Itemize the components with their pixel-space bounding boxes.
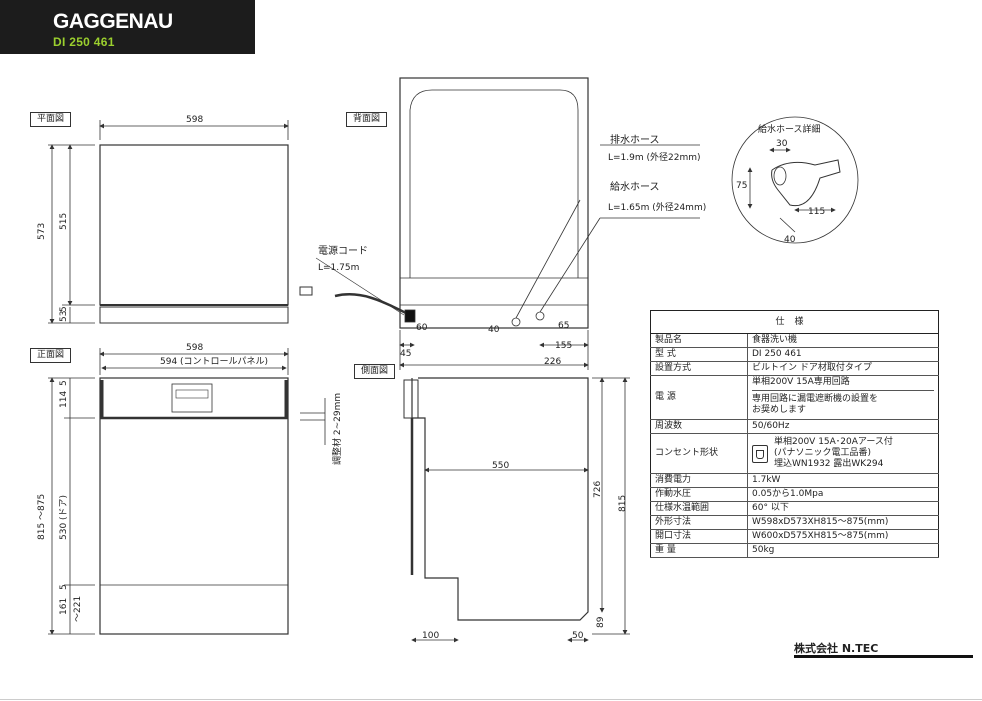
label-plan-view: 平面図 [30, 112, 72, 127]
dim-side-100: 100 [422, 631, 439, 641]
spec-key-freq: 周波数 [650, 419, 748, 434]
dim-plan-width: 598 [186, 115, 203, 125]
dim-back-40: 40 [488, 325, 500, 335]
spec-key-pressure: 作動水圧 [650, 487, 748, 502]
spec-val-outlet-3: 埋込WN1932 露出WK294 [774, 459, 884, 469]
dim-front-width: 598 [186, 343, 203, 353]
label-front-view: 正面図 [30, 348, 72, 363]
label-side-view: 側面図 [354, 364, 396, 379]
back-view [299, 77, 700, 370]
spec-key-weight: 重 量 [650, 543, 748, 558]
dim-detail-75: 75 [736, 181, 747, 191]
spec-val-outer: W598xD573XH815～875(mm) [747, 515, 939, 530]
dim-detail-40: 40 [784, 235, 796, 245]
spec-val-outlet: 単相200V 15A･20Aアース付 (パナソニック電工品番) 埋込WN1932… [747, 433, 939, 474]
spec-val-power-2: 専用回路に漏電遮断機の設置を [752, 394, 879, 404]
brand-logo: GAGGENAU [53, 10, 173, 33]
dim-side-89: 89 [596, 616, 606, 628]
spec-key-outlet: コンセント形状 [650, 433, 748, 474]
dim-back-45: 45 [400, 349, 411, 359]
spec-val-opening: W600xD575XH815～875(mm) [747, 529, 939, 544]
dim-side-815: 815 [618, 495, 628, 512]
dim-adjust: 調整材 2~29mm [331, 393, 343, 465]
dim-side-726: 726 [593, 481, 603, 498]
spec-key-power: 電 源 [650, 375, 748, 420]
spec-key-temp: 仕様水温範囲 [650, 501, 748, 516]
spec-val-name: 食器洗い機 [747, 333, 939, 348]
dim-front-panel: 594 (コントロールパネル) [160, 356, 268, 367]
power-cord-title: 電源コード [318, 244, 368, 257]
spec-val-temp: 60° 以下 [747, 501, 939, 516]
dim-front-530: 530 (ドア) [59, 495, 69, 540]
dim-plan-inner: 515 [59, 213, 69, 230]
dim-plan-depth: 573 [37, 223, 47, 240]
plan-view [48, 120, 289, 324]
supply-hose-length: L=1.65m (外径24mm) [608, 201, 706, 213]
power-cord-length: L=1.75m [318, 263, 359, 273]
dim-back-60: 60 [416, 323, 428, 333]
spec-val-consumption: 1.7kW [747, 473, 939, 488]
spec-val-pressure: 0.05から1.0Mpa [747, 487, 939, 502]
company-name: 株式会社 N.TEC [794, 642, 879, 655]
dim-detail-115: 115 [808, 207, 825, 217]
spec-val-freq: 50/60Hz [747, 419, 939, 434]
detail-title: 給水ホース詳細 [758, 123, 821, 135]
dim-front-221: ～221 [73, 596, 83, 622]
dim-side-50: 50 [572, 631, 584, 641]
page-bottom-rule [0, 699, 982, 700]
side-view [403, 377, 630, 643]
company-underline [794, 655, 973, 658]
model-number: DI 250 461 [53, 35, 115, 49]
drain-hose-title: 排水ホース [610, 133, 660, 146]
spec-val-power-1: 単相200V 15A専用回路 [752, 377, 934, 391]
spec-val-outlet-1: 単相200V 15A･20Aアース付 [774, 437, 893, 447]
dim-front-161: 161 [59, 598, 69, 615]
spec-val-type: DI 250 461 [747, 347, 939, 362]
spec-val-outlet-2: (パナソニック電工品番) [774, 448, 872, 458]
dim-plan-53: 53 [59, 311, 69, 322]
spec-key-opening: 開口寸法 [650, 529, 748, 544]
spec-val-power: 単相200V 15A専用回路 専用回路に漏電遮断機の設置を お奨めします [747, 375, 939, 420]
supply-hose-title: 給水ホース [610, 180, 660, 193]
dim-back-65: 65 [558, 321, 569, 331]
spec-val-weight: 50kg [747, 543, 939, 558]
dim-plan-5: 5 [59, 306, 69, 312]
dim-front-height: 815 ～875 [37, 494, 47, 540]
dim-front-5b: 5 [59, 584, 69, 590]
drain-hose-length: L=1.9m (外径22mm) [608, 151, 701, 163]
dim-detail-30: 30 [776, 139, 788, 149]
spec-key-outer: 外形寸法 [650, 515, 748, 530]
dim-front-114: 114 [59, 391, 69, 408]
spec-val-power-3: お奨めします [752, 405, 807, 415]
spec-key-name: 製品名 [650, 333, 748, 348]
detail-view [731, 116, 859, 244]
dim-back-155: 155 [555, 341, 572, 351]
dim-front-5: 5 [59, 380, 69, 386]
front-view [48, 348, 326, 635]
spec-val-install: ビルトイン ドア材取付タイプ [747, 361, 939, 376]
spec-key-type: 型 式 [650, 347, 748, 362]
spec-title: 仕様 [650, 310, 939, 334]
spec-key-install: 設置方式 [650, 361, 748, 376]
spec-key-consumption: 消費電力 [650, 473, 748, 488]
label-back-view: 背面図 [346, 112, 388, 127]
dim-side-550: 550 [492, 461, 509, 471]
brand-block: GAGGENAU DI 250 461 [0, 0, 255, 54]
outlet-icon [752, 444, 768, 463]
dim-back-226: 226 [544, 357, 561, 367]
